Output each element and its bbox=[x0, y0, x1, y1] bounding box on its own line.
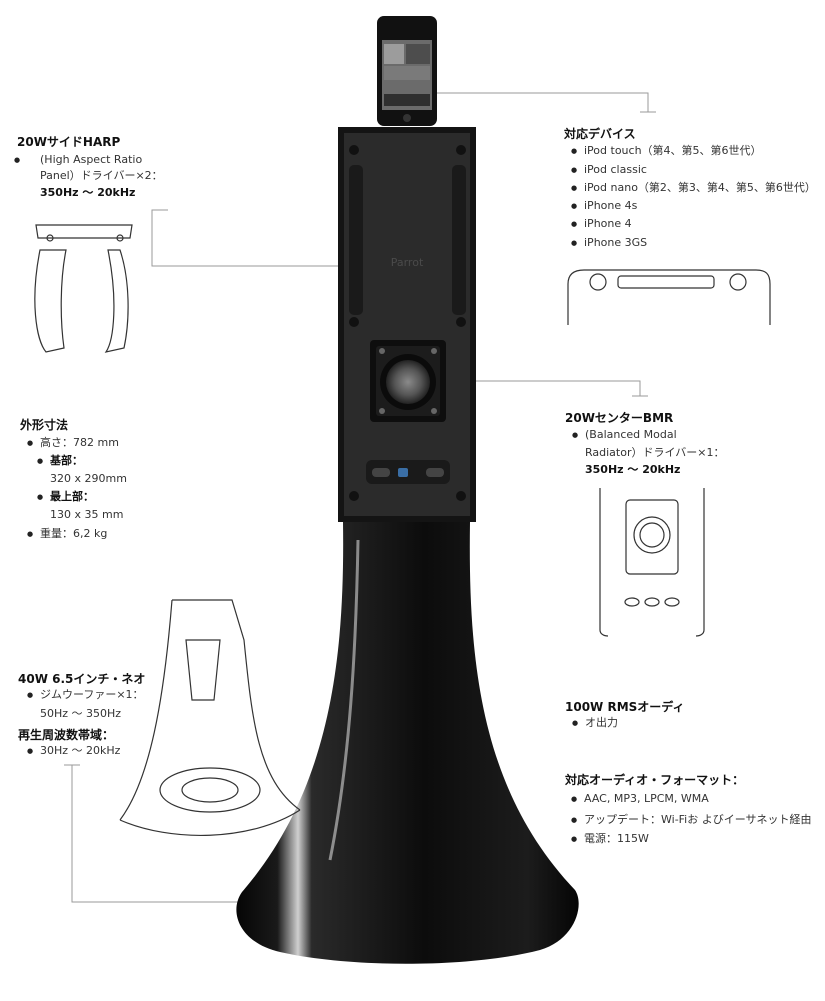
freq-value: 30Hz 〜 20kHz bbox=[27, 742, 121, 760]
bmr-sketch bbox=[599, 488, 705, 637]
dimensions-top-value: 130 x 35 mm bbox=[50, 508, 124, 521]
bmr-line-2: Radiator）ドライバー×1： bbox=[585, 446, 725, 459]
rms-title: 100W RMSオーディ bbox=[565, 700, 685, 714]
bmr-line-1: (Balanced Modal bbox=[572, 426, 677, 444]
dimensions-weight: 重量：6,2 kg bbox=[27, 525, 108, 543]
iphone-image bbox=[377, 16, 437, 126]
device-item: iPhone 3GS bbox=[571, 234, 648, 252]
woofer-cutaway-sketch bbox=[119, 599, 301, 836]
woofer-title: 40W 6.5インチ・ネオ bbox=[18, 672, 146, 686]
device-item: iPhone 4s bbox=[571, 197, 638, 215]
dimensions-base-value: 320 x 290mm bbox=[50, 472, 127, 485]
speaker-horn-base bbox=[236, 522, 579, 964]
rms-line-1: オ出力 bbox=[572, 714, 618, 732]
dimensions-base-label: 基部： bbox=[37, 452, 83, 470]
device-item: iPod classic bbox=[571, 161, 647, 179]
device-item: iPhone 4 bbox=[571, 215, 632, 233]
dimensions-height: 高さ：782 mm bbox=[27, 434, 119, 452]
device-item: iPod nano（第2、第3、第4、第5、第6世代） bbox=[571, 179, 816, 197]
woofer-line-2: 50Hz 〜 350Hz bbox=[40, 707, 122, 720]
connector-lines bbox=[64, 92, 656, 903]
dimensions-top-label: 最上部： bbox=[37, 488, 94, 506]
harp-driver-sketch bbox=[34, 224, 133, 353]
woofer-line-1: ジムウーファー×1： bbox=[27, 686, 144, 704]
harp-title: 20WサイドHARP bbox=[17, 135, 121, 149]
harp-line-2: Panel）ドライバー×2： bbox=[40, 169, 163, 182]
device-item: iPod touch（第4、第5、第6世代） bbox=[571, 142, 762, 160]
dock-sketch bbox=[567, 269, 771, 325]
dimensions-title: 外形寸法 bbox=[20, 418, 69, 432]
brand-logo: Parrot bbox=[391, 256, 424, 269]
speaker-body: Parrot bbox=[338, 127, 476, 522]
freq-title: 再生周波数帯域： bbox=[18, 728, 115, 742]
bmr-line-3: 350Hz 〜 20kHz bbox=[585, 463, 681, 476]
format-item: 電源：115W bbox=[571, 830, 649, 848]
bmr-title: 20WセンターBMR bbox=[565, 411, 674, 425]
format-item: AAC, MP3, LPCM, WMA bbox=[571, 790, 709, 808]
formats-title: 対応オーディオ・フォーマット： bbox=[565, 773, 745, 787]
format-item: アップデート：Wi-Fiお よびイーサネット経由 bbox=[571, 811, 812, 829]
harp-line-3: 350Hz 〜 20kHz bbox=[40, 186, 136, 199]
harp-line-1: (High Aspect Ratio bbox=[14, 151, 143, 169]
devices-title: 対応デバイス bbox=[564, 127, 636, 141]
